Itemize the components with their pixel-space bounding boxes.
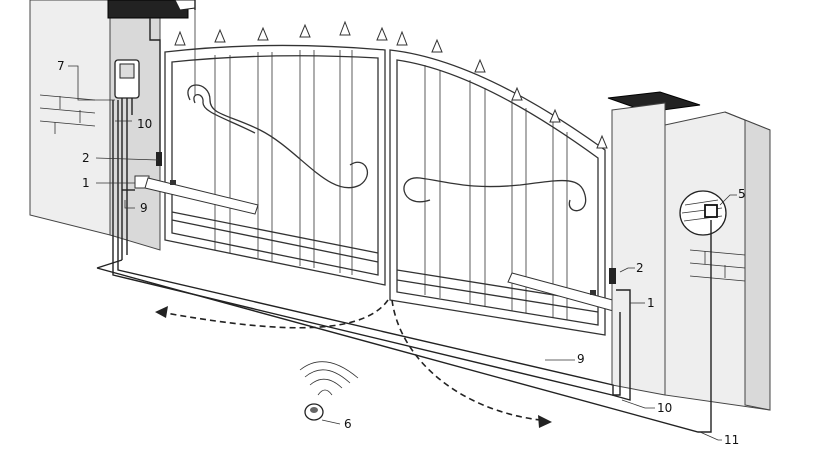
left-pillar-cap: [107, 0, 196, 19]
key-selector: [679, 190, 727, 236]
callout-11: 11: [724, 433, 739, 447]
callout-2-left: 2: [82, 151, 90, 165]
cable-routes: [96, 100, 712, 433]
right-wall: [664, 111, 771, 411]
callout-5: 5: [738, 187, 746, 201]
callout-6: 6: [344, 417, 352, 431]
callout-9-bottom: 9: [577, 352, 585, 366]
callout-7: 7: [57, 59, 65, 73]
callout-2-right: 2: [636, 261, 644, 275]
callout-1-right: 1: [647, 296, 655, 310]
callout-10-bottom: 10: [657, 401, 672, 415]
photocell-left: [156, 152, 162, 166]
callout-1-left: 1: [82, 176, 90, 190]
remote-transmitter: [299, 361, 359, 421]
actuator-left: [134, 175, 259, 215]
control-unit: [114, 59, 140, 260]
opening-arrows: [155, 299, 552, 428]
callout-10-left: 10: [137, 117, 152, 131]
callout-9-left: 9: [140, 201, 148, 215]
photocell-right: [609, 268, 616, 284]
